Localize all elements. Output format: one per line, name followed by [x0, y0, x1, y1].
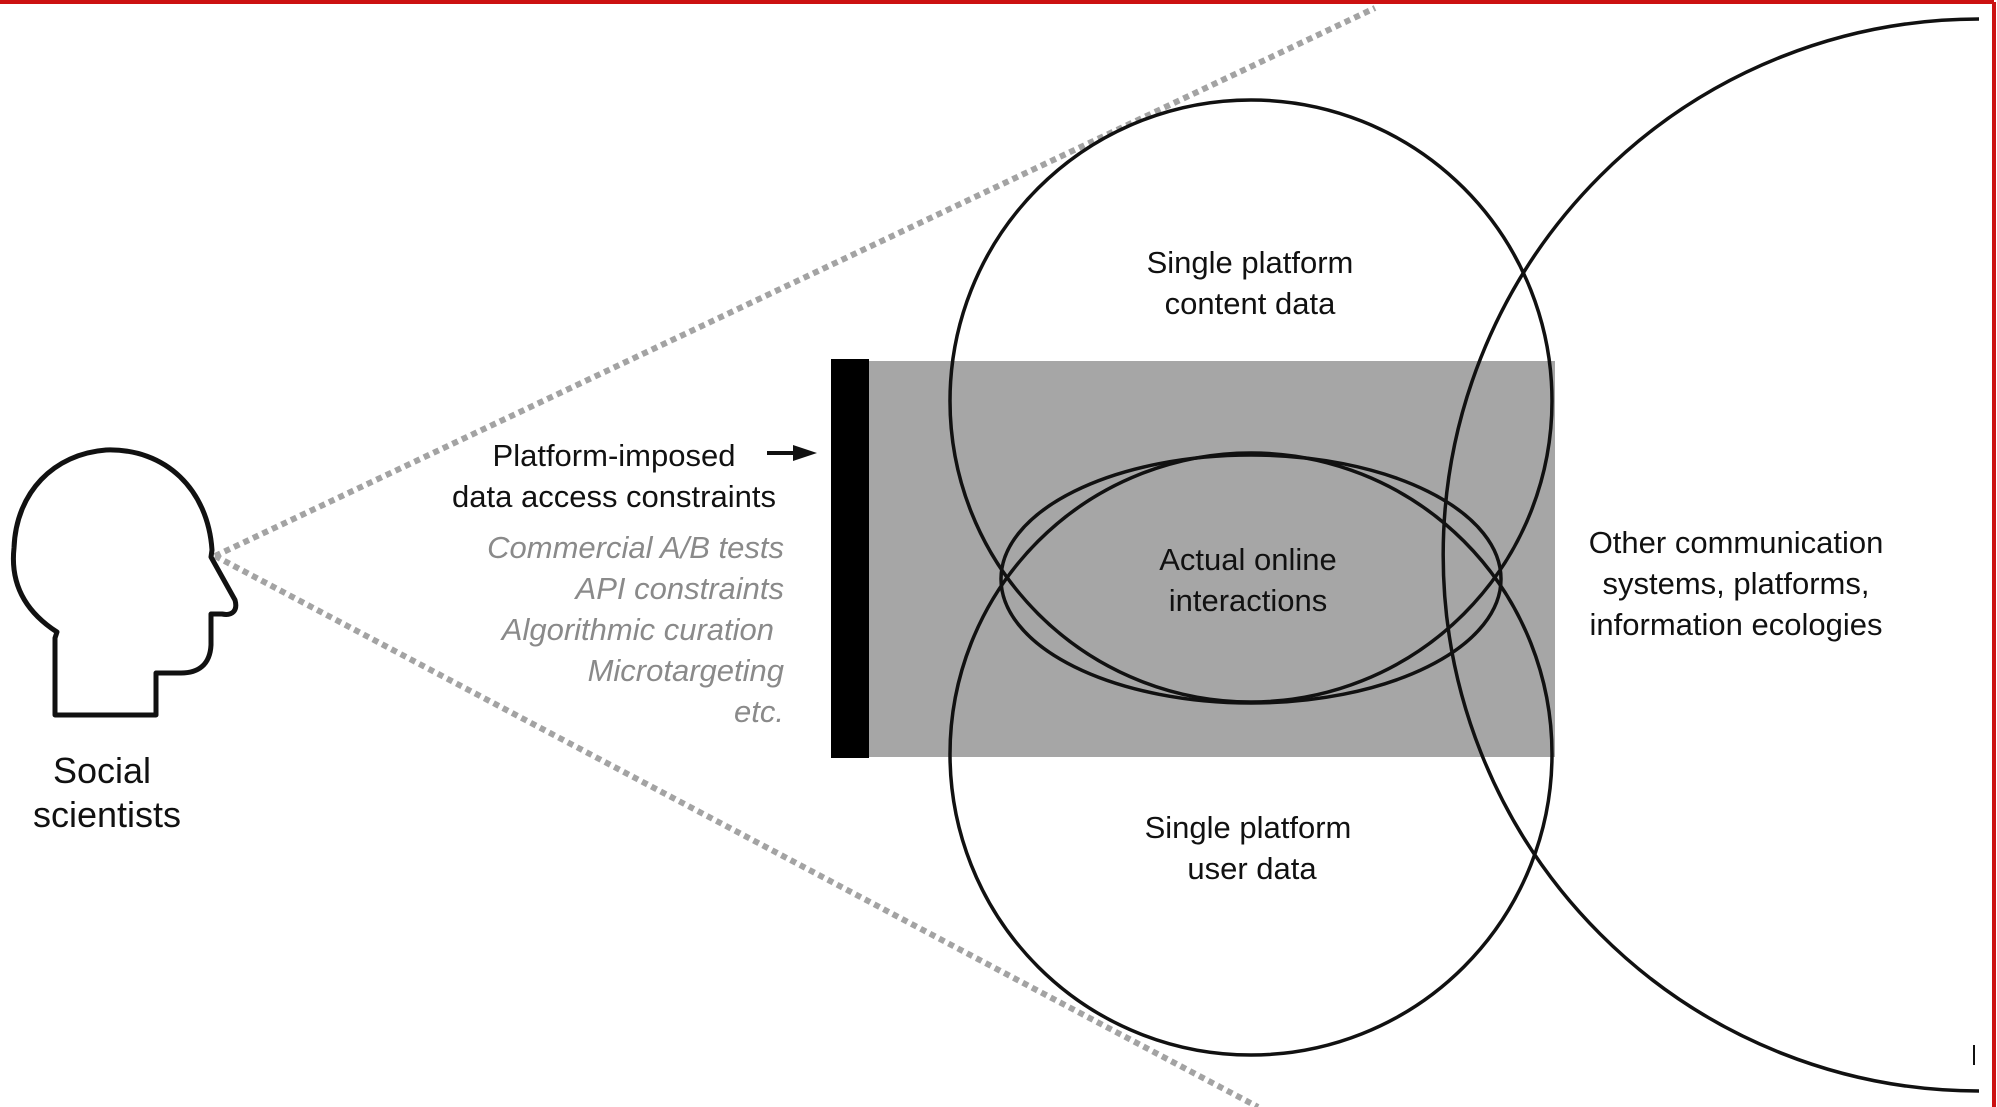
other-systems-label-line1: Other communication — [1589, 525, 1884, 560]
head-label-line2: scientists — [33, 794, 181, 835]
actual-interactions-label-line2: interactions — [1169, 583, 1328, 618]
constraint-item: API constraints — [574, 571, 784, 606]
view-cone-lower-line — [213, 553, 1260, 1107]
head-label-line1: Social — [53, 750, 151, 791]
circle-user-data — [948, 451, 1554, 1057]
head-profile-icon — [10, 447, 239, 718]
arrow-right-icon — [767, 445, 817, 461]
user-data-label-line1: Single platform — [1145, 810, 1352, 845]
constraint-item: etc. — [734, 694, 784, 729]
user-data-label-line2: user data — [1187, 851, 1317, 886]
access-barrier-bar — [831, 359, 869, 758]
circle-other-systems — [1441, 17, 1980, 1093]
other-systems-label-line2: systems, platforms, — [1603, 566, 1870, 601]
content-data-label-line1: Single platform — [1147, 245, 1354, 280]
constraint-item: Microtargeting — [588, 653, 784, 688]
observed-data-block — [865, 361, 1555, 757]
ellipse-actual-interactions — [999, 453, 1503, 705]
other-systems-label-line3: information ecologies — [1590, 607, 1883, 642]
constraints-title-line1: Platform-imposed — [493, 438, 736, 473]
actual-interactions-label-line1: Actual online — [1159, 542, 1337, 577]
constraints-title-line2: data access constraints — [452, 479, 776, 514]
constraint-item: Commercial A/B tests — [487, 530, 784, 565]
view-cone-upper-line — [213, 5, 1377, 559]
constraint-item: Algorithmic curation — [500, 612, 774, 647]
content-data-label-line2: content data — [1165, 286, 1336, 321]
